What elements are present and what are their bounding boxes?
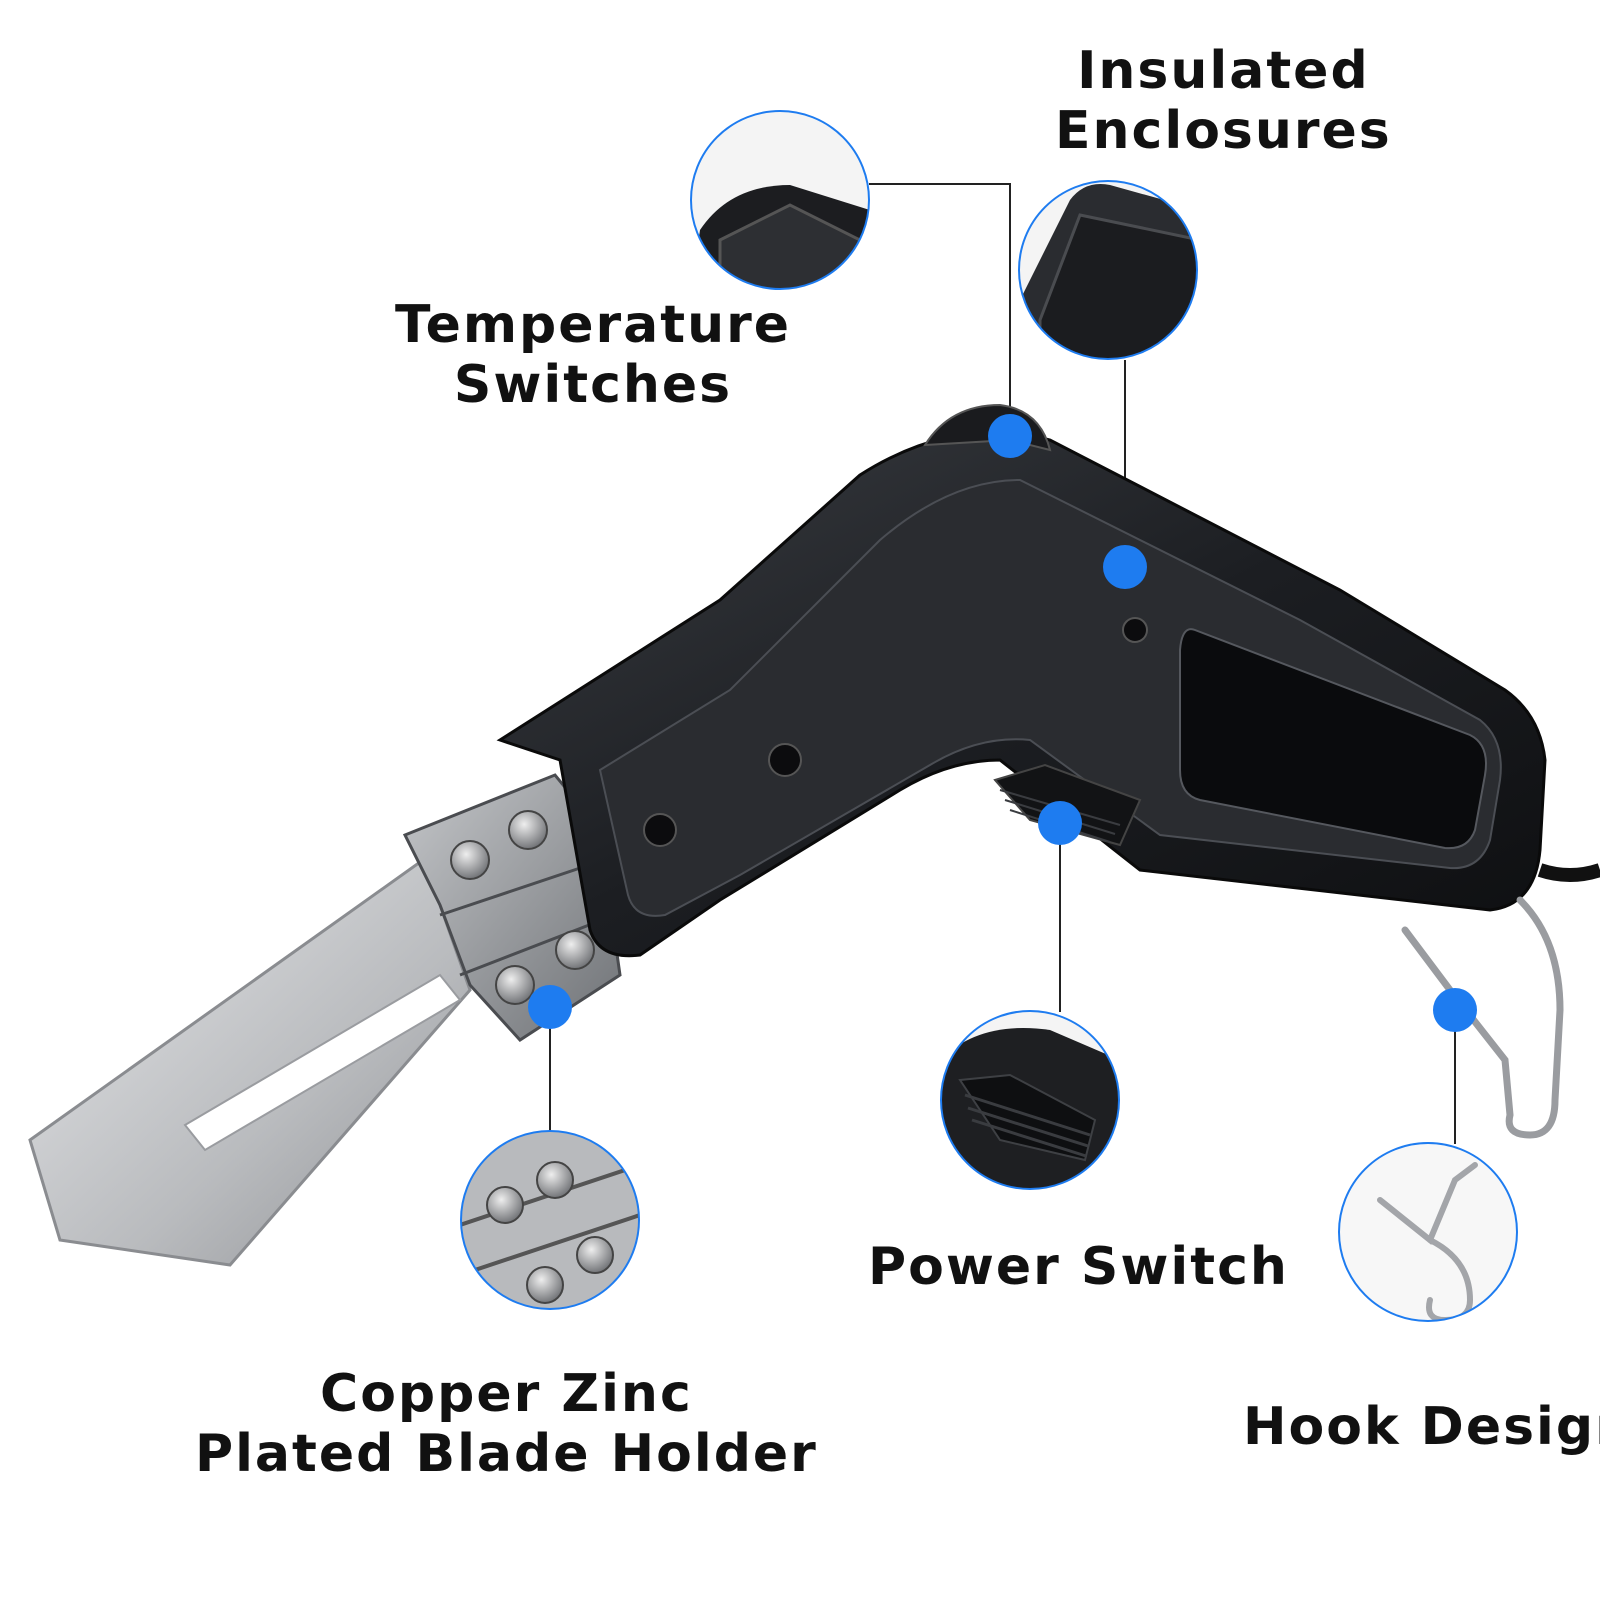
marker-dots	[528, 414, 1477, 1032]
label-line: Copper Zinc	[320, 1364, 693, 1424]
hot-knife-foam-cutter-icon	[28, 403, 1600, 1267]
label-temperature-switches: Temperature Switches	[395, 295, 792, 416]
blade-slot	[183, 973, 462, 1152]
marker-dot-hook	[1433, 988, 1477, 1032]
marker-dot-power	[1038, 801, 1082, 845]
callout-hook-design	[1338, 1142, 1518, 1322]
body-screw	[1122, 617, 1148, 643]
label-line: Power Switch	[868, 1237, 1289, 1297]
screw	[508, 810, 548, 850]
power-cord	[1537, 863, 1600, 882]
hook	[1401, 896, 1564, 1139]
screw	[450, 840, 490, 880]
label-hook-design: Hook Design	[1243, 1397, 1600, 1458]
label-power-switch: Power Switch	[868, 1237, 1289, 1298]
callout-temperature-switches	[690, 110, 870, 290]
label-line: Plated Blade Holder	[195, 1423, 818, 1484]
body-screw	[768, 743, 802, 777]
label-line: Enclosures	[1055, 100, 1392, 161]
label-insulated-enclosures: Insulated Enclosures	[1055, 41, 1392, 162]
marker-dot-temperature	[988, 414, 1032, 458]
leader-line-temperature	[869, 183, 1011, 424]
label-line: Insulated	[1077, 41, 1370, 101]
callout-copper-zinc-holder	[460, 1130, 640, 1310]
marker-dot-copper	[528, 985, 572, 1029]
marker-dot-insulated	[1103, 545, 1147, 589]
screw	[555, 930, 595, 970]
label-line: Hook Design	[1243, 1397, 1600, 1457]
label-line: Switches	[453, 354, 733, 415]
screw	[495, 965, 535, 1005]
label-line: Temperature	[395, 295, 792, 355]
body-screw	[643, 813, 677, 847]
blade	[28, 852, 472, 1267]
grip-window	[1179, 628, 1487, 850]
callout-insulated-enclosures	[1018, 180, 1198, 360]
callout-power-switch	[940, 1010, 1120, 1190]
label-copper-zinc-holder: Copper Zinc Plated Blade Holder	[195, 1364, 818, 1485]
